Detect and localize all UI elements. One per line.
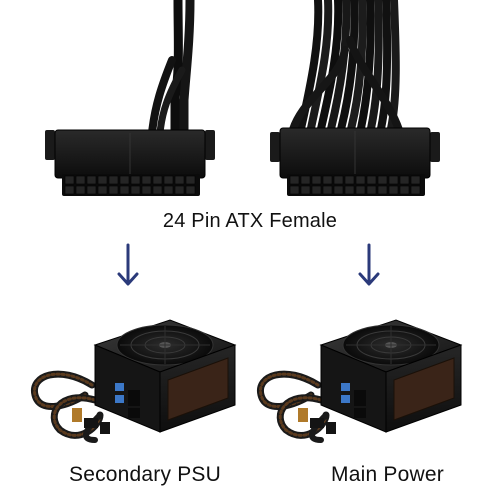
secondary-psu-label: Secondary PSU xyxy=(68,463,221,486)
left-atx-connector xyxy=(45,129,215,196)
connector-label: 24 Pin ATX Female xyxy=(162,210,338,232)
left-psu xyxy=(31,319,237,443)
arrow-down-icon xyxy=(358,243,380,286)
right-psu xyxy=(257,319,463,443)
main-power-label: Main Power xyxy=(331,463,444,486)
right-cable-bundle xyxy=(288,0,404,137)
right-atx-connector xyxy=(270,127,440,196)
arrow-down-icon xyxy=(117,243,139,286)
left-psu-modular-cables xyxy=(31,370,104,443)
left-cable-bundle xyxy=(148,0,195,138)
right-psu-modular-cables xyxy=(257,370,330,443)
